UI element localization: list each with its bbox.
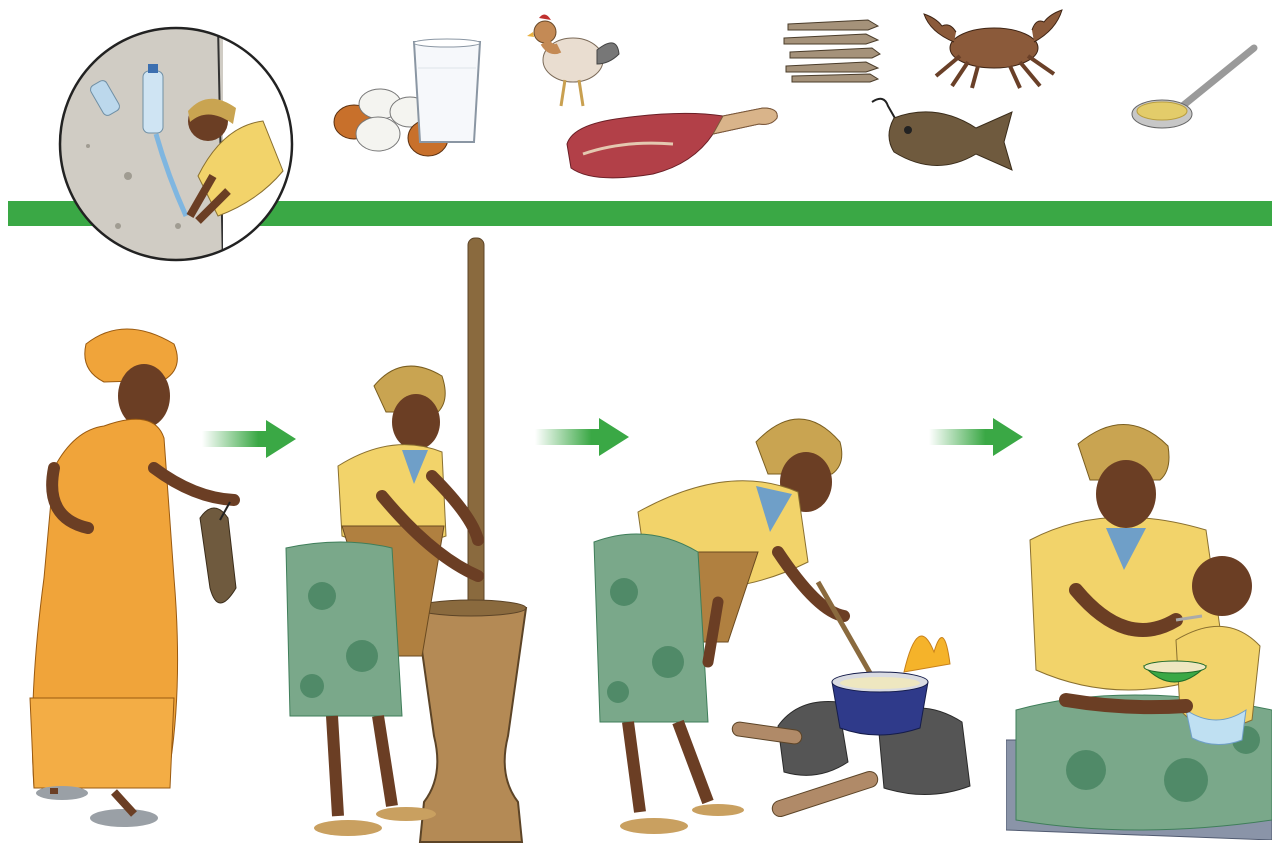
meat-icon [563,104,781,184]
milk-glass-icon [410,38,484,146]
handwashing-icon [58,26,298,266]
mother-feeding-baby-icon [1006,410,1272,840]
crab-icon [916,4,1074,90]
chicken-icon [525,6,625,112]
spoon-of-powder-icon [1130,42,1260,132]
woman-with-fish-icon [14,318,254,838]
dried-fish-bundle-icon [782,16,882,84]
dried-fish-icon [866,92,1018,186]
woman-cooking-icon [588,402,988,848]
woman-pounding-icon [282,236,532,848]
